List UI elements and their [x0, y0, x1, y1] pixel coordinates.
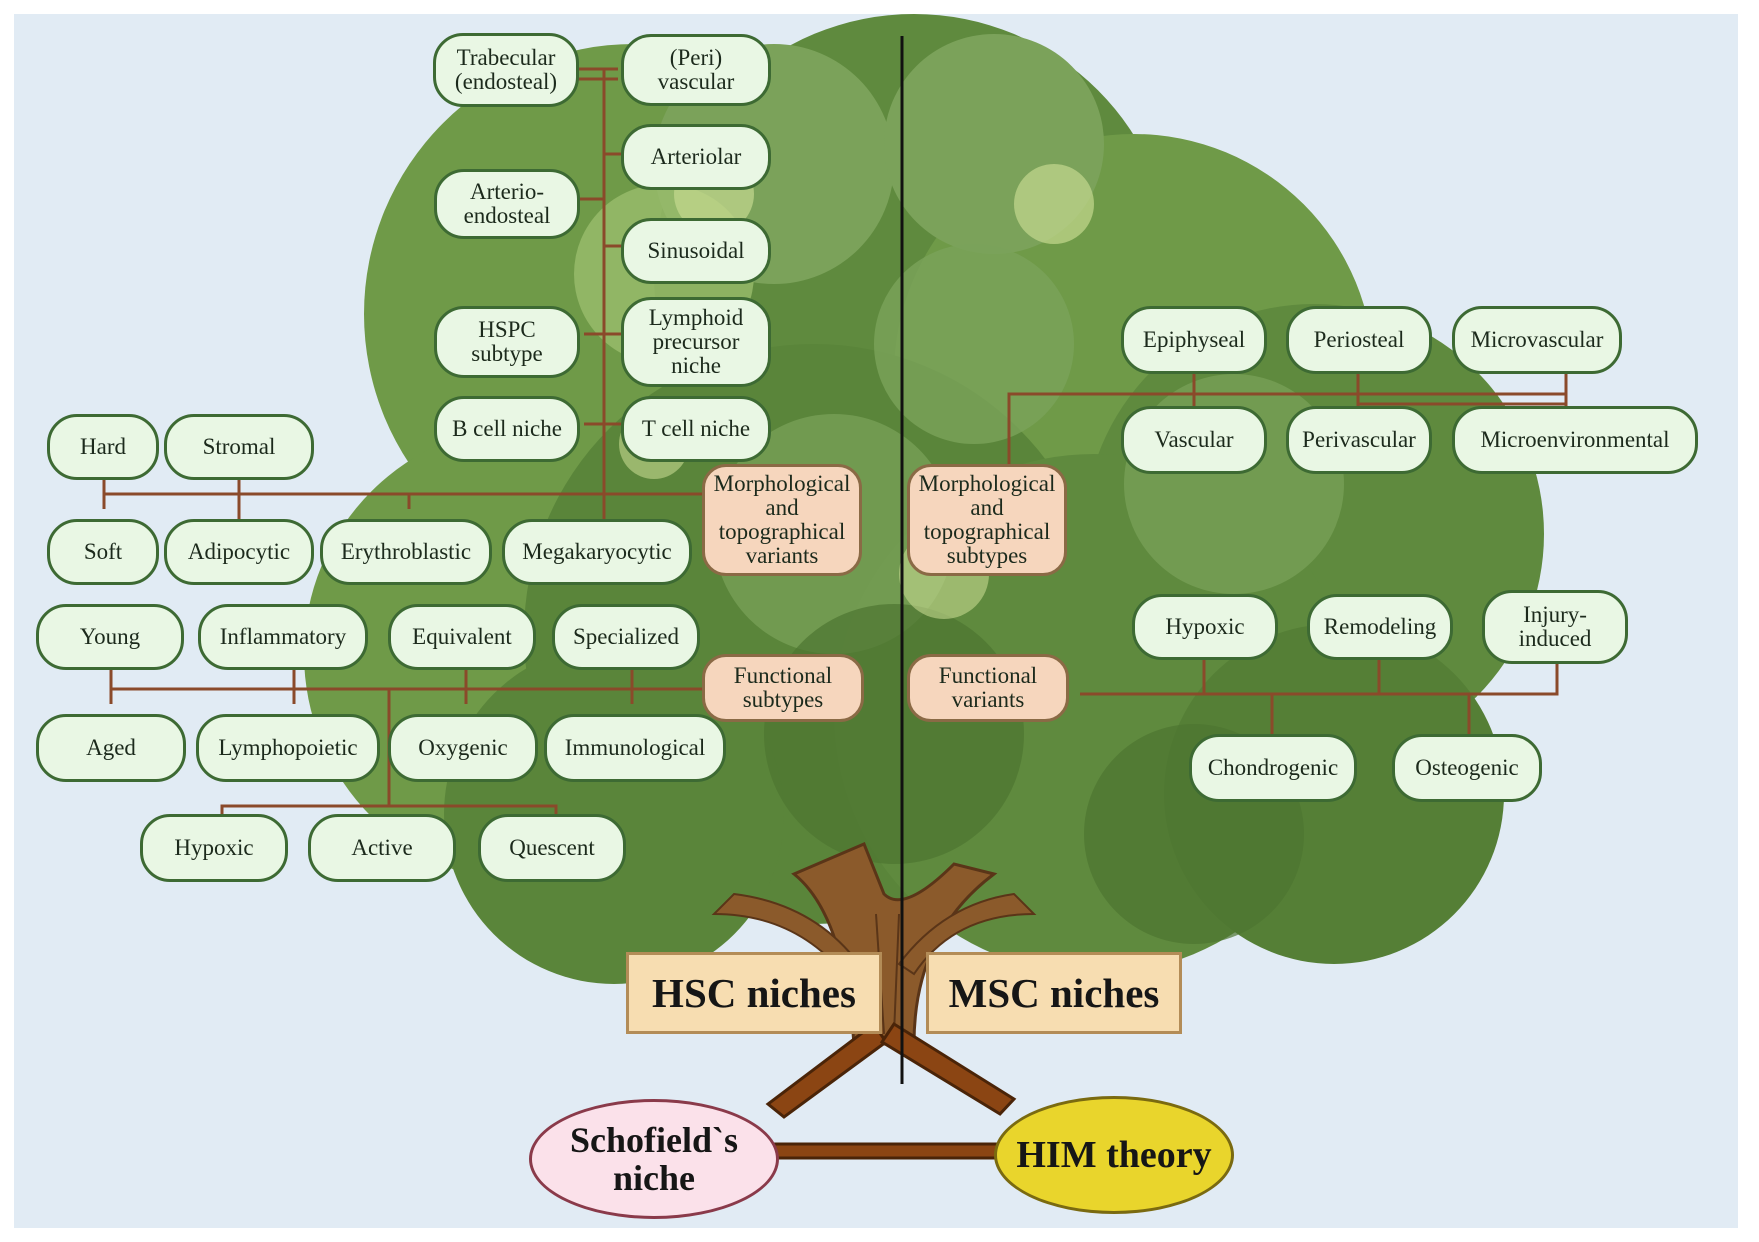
node-specialized: Specialized	[552, 604, 700, 670]
root-bottom-beam	[772, 1142, 1026, 1160]
node-msc-functional: Functional variants	[907, 654, 1069, 722]
node-injury-induced: Injury- induced	[1482, 590, 1628, 664]
node-hsc-functional: Functional subtypes	[702, 654, 864, 722]
node-active: Active	[308, 814, 456, 882]
node-remodeling: Remodeling	[1307, 594, 1453, 660]
foliage-highlight	[1014, 164, 1094, 244]
node-microvascular: Microvascular	[1452, 306, 1622, 374]
node-hsc-morphological: Morphological and topographical variants	[702, 464, 862, 576]
node-t-cell: T cell niche	[621, 396, 771, 462]
node-arteriolar: Arteriolar	[621, 124, 771, 190]
node-immunological: Immunological	[544, 714, 726, 782]
node-stromal: Stromal	[164, 414, 314, 480]
node-perivascular: (Peri) vascular	[621, 34, 771, 106]
node-oxygenic: Oxygenic	[388, 714, 538, 782]
node-lymphoid-precursor: Lymphoid precursor niche	[621, 297, 771, 387]
node-arterio-endosteal: Arterio- endosteal	[434, 169, 580, 239]
node-chondrogenic: Chondrogenic	[1189, 734, 1357, 802]
foliage-blob	[874, 244, 1074, 444]
trunk-grain	[893, 913, 900, 1035]
node-msc-morphological: Morphological and topographical subtypes	[907, 464, 1067, 576]
node-epiphyseal: Epiphyseal	[1121, 306, 1267, 374]
root-right-beam	[879, 1021, 1017, 1116]
schofield-niche-ellipse: Schofield`s niche	[529, 1099, 779, 1219]
node-msc-perivascular: Perivascular	[1286, 406, 1432, 474]
diagram-background: Trabecular (endosteal) (Peri) vascular A…	[14, 14, 1738, 1228]
node-erythroblastic: Erythroblastic	[320, 519, 492, 585]
trunk-branch-right	[897, 892, 1037, 976]
msc-niches-title: MSC niches	[926, 952, 1182, 1034]
root-left-beam	[765, 1021, 889, 1119]
node-young: Young	[36, 604, 184, 670]
foliage-blob	[764, 604, 1024, 864]
node-quiescent: Quescent	[478, 814, 626, 882]
root-triangle	[765, 1021, 1026, 1160]
node-sinusoidal: Sinusoidal	[621, 218, 771, 284]
node-equivalent: Equivalent	[388, 604, 536, 670]
node-periosteal: Periosteal	[1286, 306, 1432, 374]
hsc-niches-title: HSC niches	[626, 952, 882, 1034]
node-hard: Hard	[47, 414, 159, 480]
node-megakaryocytic: Megakaryocytic	[502, 519, 692, 585]
node-hspc-subtype: HSPC subtype	[434, 306, 580, 378]
node-lymphopoietic: Lymphopoietic	[196, 714, 380, 782]
node-osteogenic: Osteogenic	[1392, 734, 1542, 802]
node-b-cell: B cell niche	[434, 396, 580, 462]
node-msc-hypoxic: Hypoxic	[1132, 594, 1278, 660]
node-vascular: Vascular	[1121, 406, 1267, 474]
node-inflammatory: Inflammatory	[198, 604, 368, 670]
node-soft: Soft	[47, 519, 159, 585]
node-adipocytic: Adipocytic	[164, 519, 314, 585]
node-hsc-hypoxic: Hypoxic	[140, 814, 288, 882]
node-trabecular-endosteal: Trabecular (endosteal)	[433, 33, 579, 107]
node-microenvironmental: Microenvironmental	[1452, 406, 1698, 474]
him-theory-ellipse: HIM theory	[994, 1096, 1234, 1214]
connector	[1080, 660, 1559, 696]
connector	[220, 804, 558, 814]
node-aged: Aged	[36, 714, 186, 782]
